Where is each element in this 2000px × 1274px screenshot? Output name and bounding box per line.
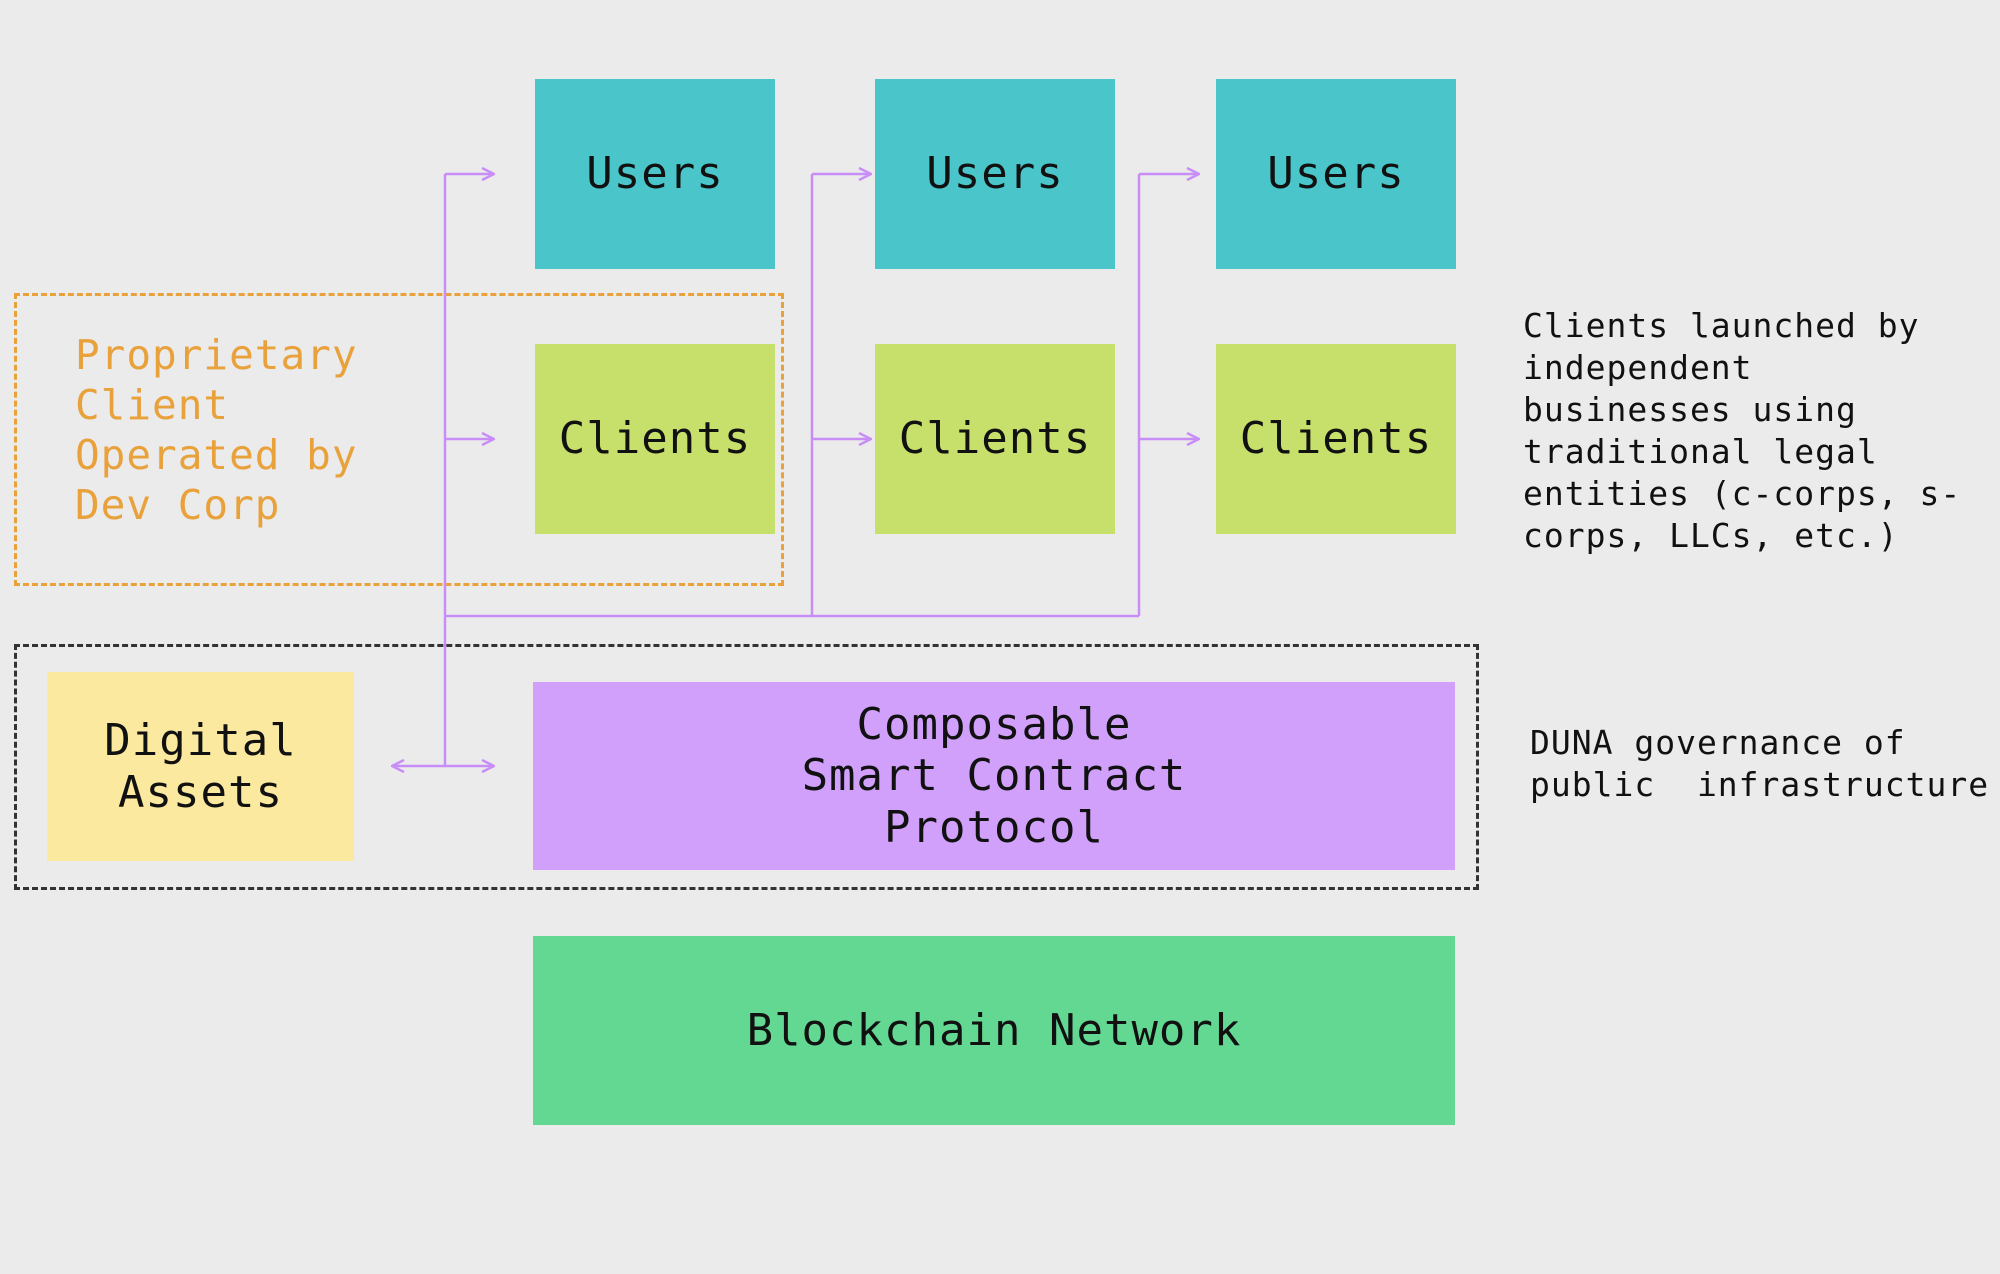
- clients-label-2: Clients: [898, 413, 1092, 465]
- proprietary-client-label: Proprietary Client Operated by Dev Corp: [75, 331, 358, 529]
- clients-box-2: Clients: [875, 344, 1115, 534]
- clients-label-1: Clients: [558, 413, 752, 465]
- clients-box-1: Clients: [535, 344, 775, 534]
- users-box-2: Users: [875, 79, 1115, 269]
- digital-assets-box: Digital Assets: [47, 672, 354, 861]
- blockchain-network-box: Blockchain Network: [533, 936, 1455, 1125]
- users-box-1: Users: [535, 79, 775, 269]
- clients-note: Clients launched by independent business…: [1523, 306, 1962, 555]
- users-label-2: Users: [926, 148, 1064, 200]
- clients-label-3: Clients: [1239, 413, 1433, 465]
- clients-box-3: Clients: [1216, 344, 1456, 534]
- users-label-3: Users: [1267, 148, 1405, 200]
- users-label-1: Users: [586, 148, 724, 200]
- digital-assets-label: Digital Assets: [104, 715, 297, 818]
- users-box-3: Users: [1216, 79, 1456, 269]
- blockchain-network-label: Blockchain Network: [746, 1004, 1242, 1056]
- protocol-label: Composable Smart Contract Protocol: [801, 698, 1187, 853]
- protocol-box: Composable Smart Contract Protocol: [533, 682, 1455, 870]
- governance-note: DUNA governance of public infrastructure: [1530, 723, 1990, 804]
